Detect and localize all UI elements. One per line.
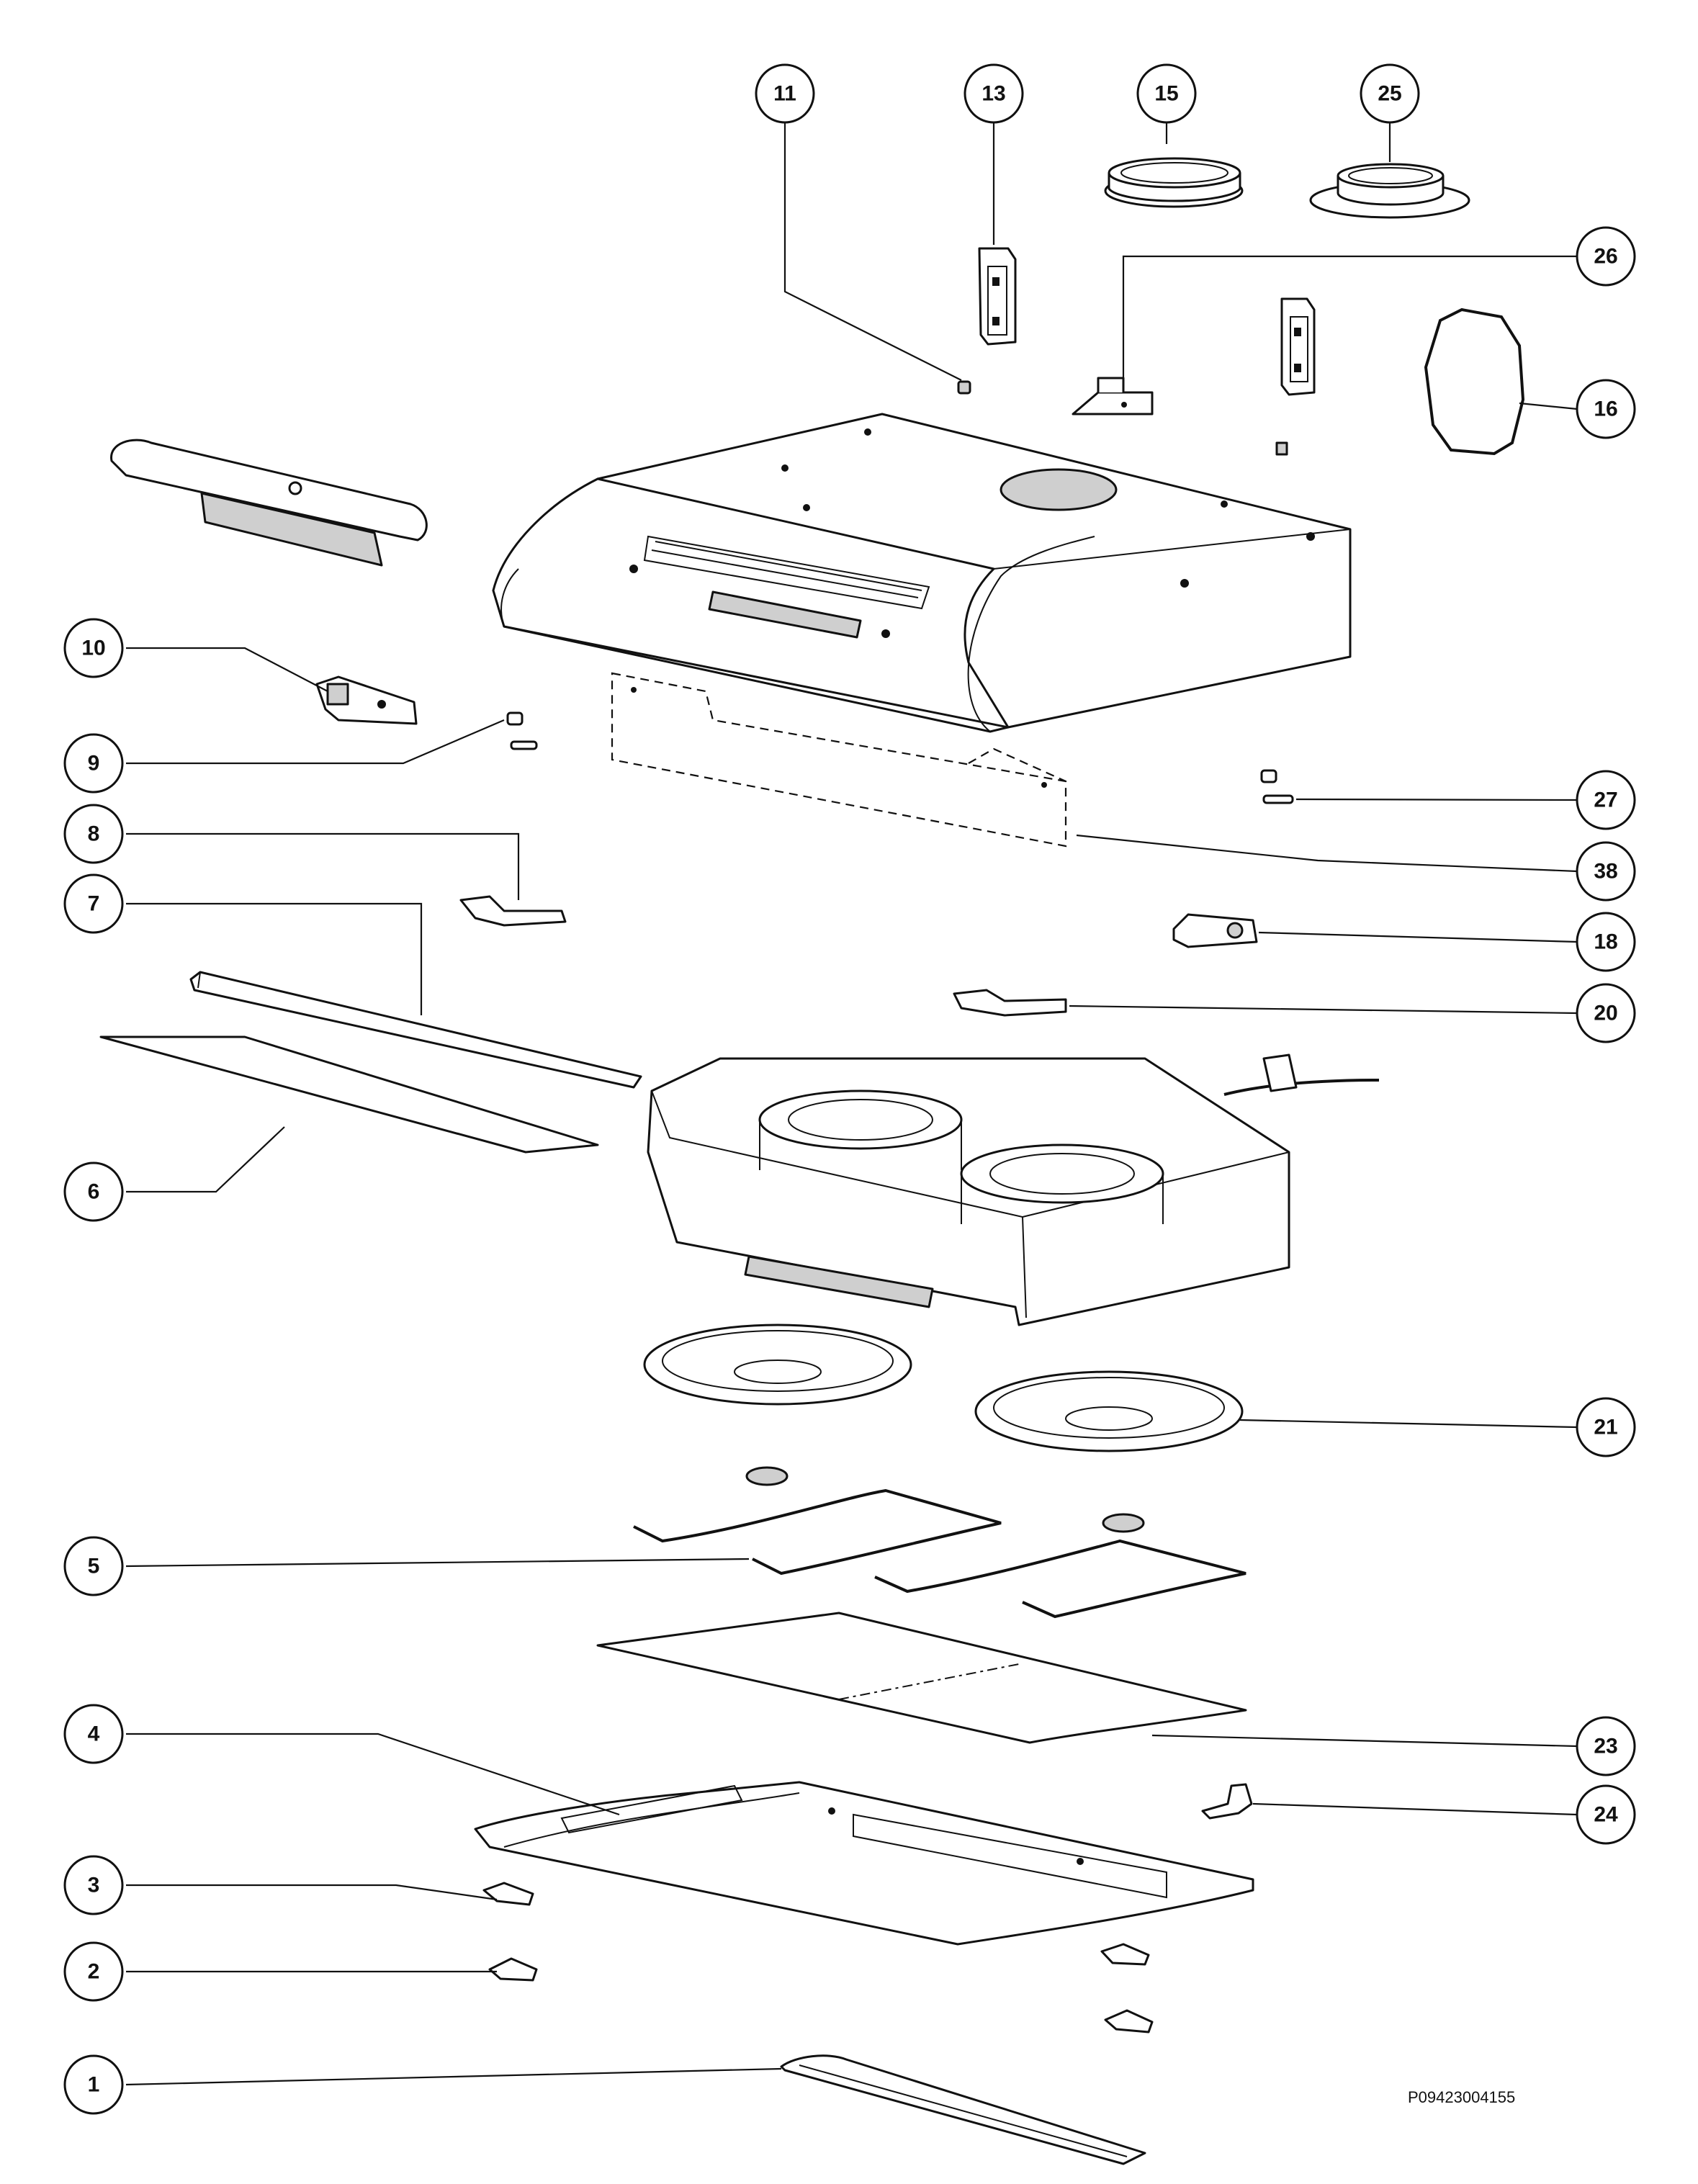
part-24-clip bbox=[1201, 1783, 1253, 1820]
callout-2-label: 2 bbox=[88, 1960, 100, 1984]
callout-4: 4 bbox=[63, 1704, 124, 1764]
part-13-bracket-2 bbox=[1275, 297, 1316, 456]
callout-3-label: 3 bbox=[88, 1874, 100, 1897]
part-1-handle bbox=[780, 2054, 1146, 2165]
hood-body bbox=[492, 413, 1352, 733]
part-2-clip bbox=[488, 1957, 538, 1982]
callout-23-label: 23 bbox=[1594, 1735, 1617, 1758]
callout-20-label: 20 bbox=[1594, 1002, 1617, 1025]
callout-8: 8 bbox=[63, 804, 124, 864]
callout-11: 11 bbox=[755, 63, 815, 124]
part-16-seal bbox=[1424, 307, 1525, 456]
callout-3: 3 bbox=[63, 1855, 124, 1915]
callout-11-label: 11 bbox=[773, 82, 796, 106]
callout-21: 21 bbox=[1576, 1397, 1636, 1457]
callout-1-label: 1 bbox=[88, 2073, 100, 2097]
leader-lines bbox=[125, 122, 1578, 2086]
part-5-filters bbox=[633, 1488, 1246, 1619]
part-25-collar-flange bbox=[1309, 163, 1470, 219]
callout-16: 16 bbox=[1576, 379, 1636, 439]
callout-24-label: 24 bbox=[1594, 1803, 1618, 1827]
callout-24: 24 bbox=[1576, 1784, 1636, 1845]
callout-15-label: 15 bbox=[1154, 82, 1178, 106]
part-13-bracket bbox=[978, 247, 1017, 346]
callout-10-label: 10 bbox=[81, 637, 105, 660]
part-26-angle-bracket bbox=[1072, 377, 1154, 415]
callout-27-label: 27 bbox=[1594, 788, 1617, 812]
part-4-tray bbox=[474, 1781, 1254, 1946]
motor-housing bbox=[647, 1053, 1380, 1326]
callout-9: 9 bbox=[63, 733, 124, 794]
drawing-code: P09423004155 bbox=[1408, 2088, 1515, 2106]
callout-26-label: 26 bbox=[1594, 245, 1617, 269]
vent-grid bbox=[643, 535, 930, 610]
callout-38-label: 38 bbox=[1594, 860, 1617, 884]
clip-right-b bbox=[1104, 2009, 1154, 2034]
callout-6: 6 bbox=[63, 1161, 124, 1222]
clip-right-a bbox=[1100, 1943, 1150, 1966]
callout-23: 23 bbox=[1576, 1716, 1636, 1776]
part-23-sheet bbox=[596, 1612, 1247, 1744]
callout-5-label: 5 bbox=[88, 1555, 100, 1578]
part-7-rail bbox=[189, 971, 642, 1089]
part-8-clip bbox=[459, 895, 567, 927]
callout-13-label: 13 bbox=[981, 82, 1005, 106]
part-15-collar bbox=[1104, 157, 1244, 208]
callout-25-label: 25 bbox=[1378, 82, 1401, 106]
part-6-strip bbox=[99, 1035, 599, 1154]
callout-9-label: 9 bbox=[88, 752, 100, 776]
callout-7: 7 bbox=[63, 873, 124, 934]
callout-5: 5 bbox=[63, 1536, 124, 1596]
callout-15: 15 bbox=[1136, 63, 1197, 124]
callout-20: 20 bbox=[1576, 983, 1636, 1043]
part-27-screw bbox=[1260, 769, 1294, 804]
callout-7-label: 7 bbox=[88, 892, 100, 916]
callout-21-label: 21 bbox=[1594, 1416, 1617, 1439]
callout-16-label: 16 bbox=[1594, 397, 1617, 421]
callout-18-label: 18 bbox=[1594, 930, 1617, 954]
callout-25: 25 bbox=[1360, 63, 1420, 124]
callout-1: 1 bbox=[63, 2054, 124, 2115]
callout-26: 26 bbox=[1576, 226, 1636, 287]
callout-38: 38 bbox=[1576, 841, 1636, 902]
part-18-hinge bbox=[1172, 913, 1258, 948]
callout-4-label: 4 bbox=[88, 1722, 100, 1746]
callout-18: 18 bbox=[1576, 912, 1636, 972]
part-10-clip bbox=[315, 675, 418, 725]
callout-2: 2 bbox=[63, 1941, 124, 2002]
part-20-clip bbox=[953, 989, 1067, 1017]
part-3-clip bbox=[482, 1882, 534, 1906]
callout-10: 10 bbox=[63, 618, 124, 678]
callout-27: 27 bbox=[1576, 770, 1636, 830]
callout-13: 13 bbox=[963, 63, 1024, 124]
part-11-nut bbox=[957, 380, 971, 395]
part-9-screw bbox=[506, 711, 538, 750]
part-38-dashed-panel bbox=[611, 672, 1067, 848]
part-21-fan-plates bbox=[643, 1324, 1244, 1533]
callout-8-label: 8 bbox=[88, 822, 100, 846]
callout-6-label: 6 bbox=[88, 1180, 100, 1204]
part-top-left-handle bbox=[110, 439, 428, 567]
